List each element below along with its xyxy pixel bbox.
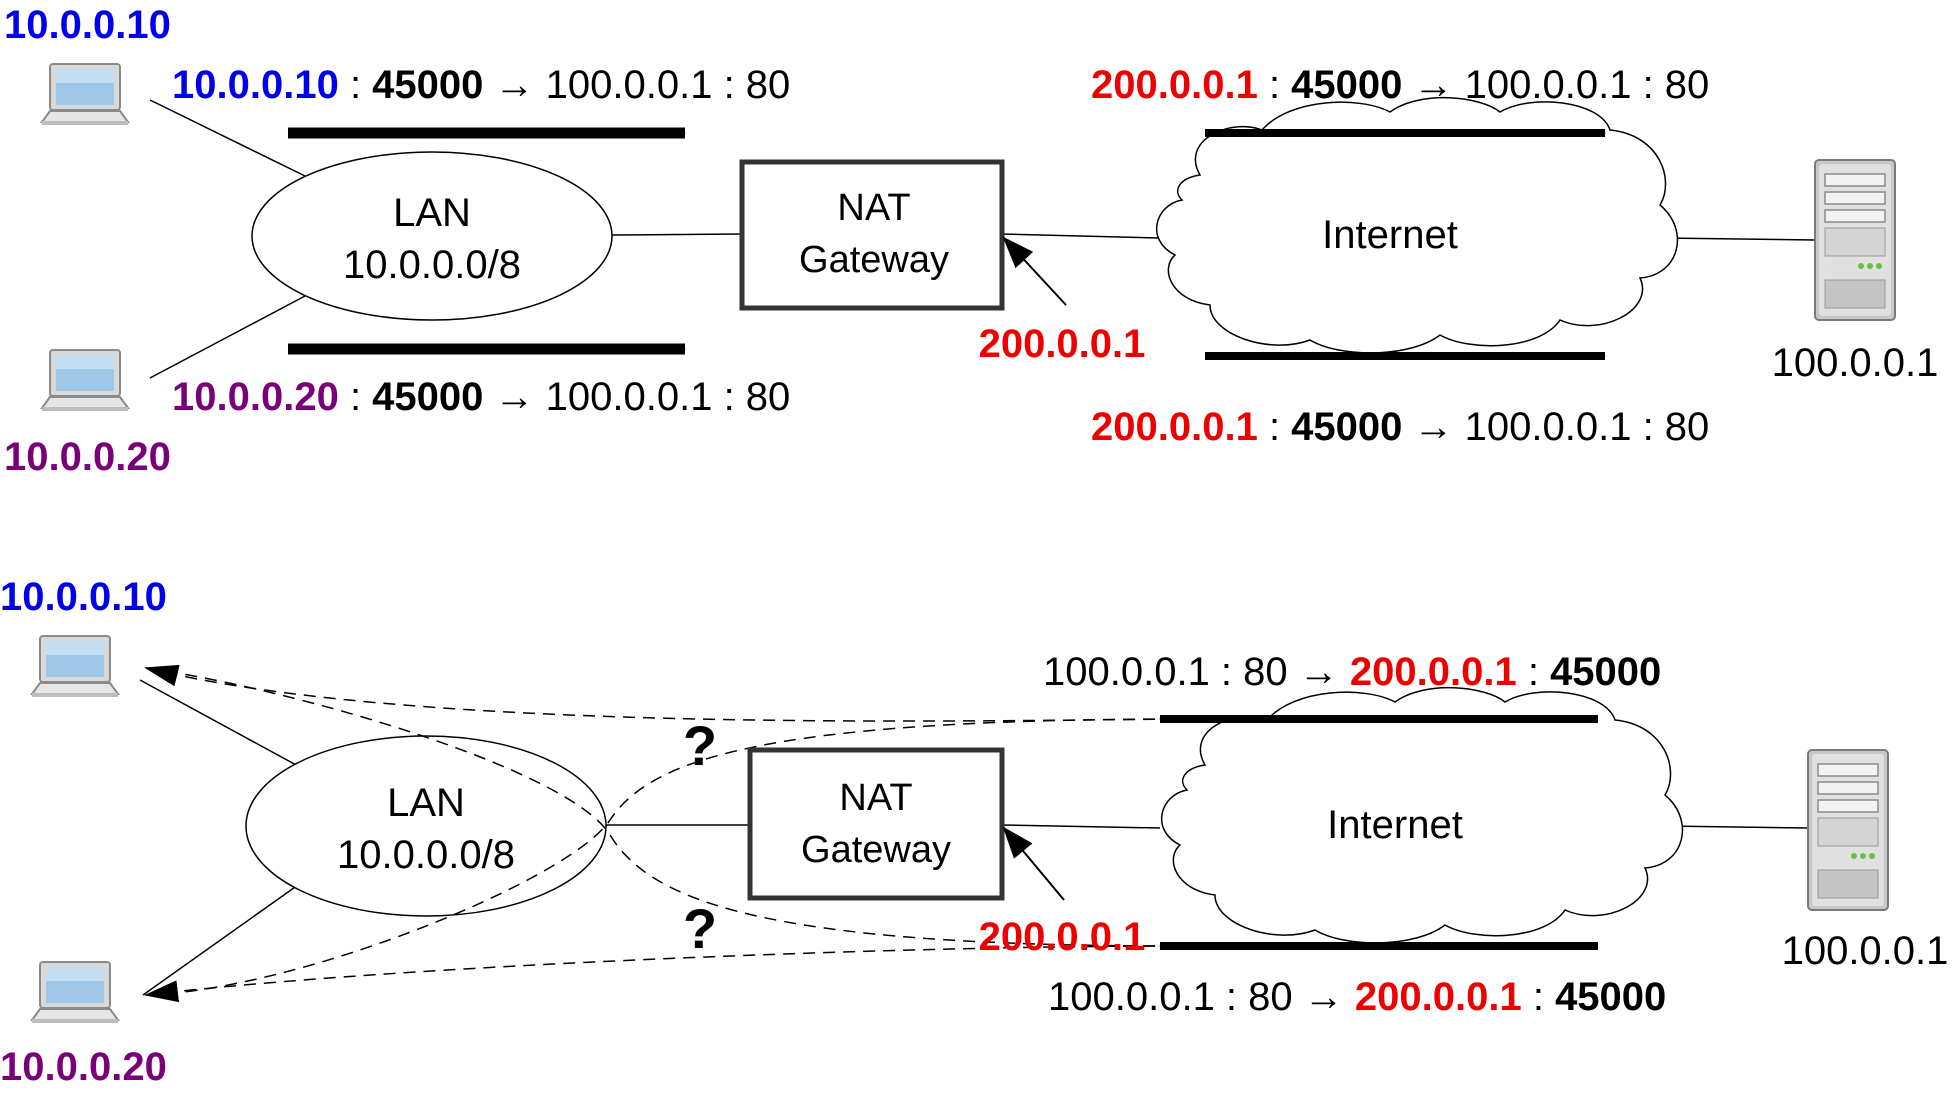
flow-label-3: 200.0.0.1 : 45000 → 100.0.0.1 : 80 [1091,63,1709,107]
gateway-public-ip: 200.0.0.1 [979,915,1146,959]
server-icon [1807,749,1889,911]
lan-ellipse [245,735,607,917]
return-path-dashed [144,664,1176,722]
return-flow-label-1: 100.0.0.1 : 80 → 200.0.0.1 : 45000 [1043,650,1661,694]
link-host2-lan [149,295,306,379]
question-mark: ? [683,714,717,777]
top-diagram: LAN 10.0.0.0/8 NAT Gateway Internet 100.… [4,3,1938,479]
link-host2-lan [142,884,299,996]
bottom-diagram: LAN 10.0.0.0/8 NAT Gateway Internet 100.… [0,575,1948,1089]
nat-label: NAT [839,777,912,819]
laptop-icon [31,961,119,1024]
return-flow-label-2: 100.0.0.1 : 80 → 200.0.0.1 : 45000 [1048,975,1666,1019]
flow-label-1: 10.0.0.10 : 45000 → 100.0.0.1 : 80 [172,63,790,107]
laptop-icon [41,63,129,126]
flow-label-4: 200.0.0.1 : 45000 → 100.0.0.1 : 80 [1091,405,1709,449]
laptop-icon [31,635,119,698]
host1-ip: 10.0.0.10 [0,575,167,619]
cloud-icon [1155,97,1679,354]
server-icon [1814,159,1896,321]
host2-ip: 10.0.0.20 [4,435,171,479]
host2-ip: 10.0.0.20 [0,1045,167,1089]
gateway-public-ip: 200.0.0.1 [979,322,1146,366]
lan-title: LAN [387,781,465,825]
host1-ip: 10.0.0.10 [4,3,171,47]
question-mark: ? [683,897,717,960]
lan-subnet: 10.0.0.0/8 [343,243,521,287]
lan-subnet: 10.0.0.0/8 [337,833,515,877]
return-path-dashed [145,718,1176,996]
nat-label: NAT [837,187,910,229]
link-host1-lan [139,679,299,767]
return-path-dashed [145,667,1176,947]
pointer-arrow [1002,236,1067,306]
internet-label: Internet [1327,803,1463,847]
link-nat-internet [1001,233,1159,239]
laptop-icon [41,349,129,412]
nat-gateway-box [747,747,1005,901]
return-path-dashed [144,945,1176,1003]
gateway-label: Gateway [801,829,951,871]
server-ip: 100.0.0.1 [1782,929,1949,973]
cloud-icon [1160,687,1684,944]
nat-gateway-box [739,159,1005,311]
link-nat-internet [1001,824,1161,829]
server-ip: 100.0.0.1 [1772,341,1939,385]
link-lan-nat [611,233,743,236]
link-host1-lan [149,99,306,177]
lan-ellipse [251,151,613,321]
link-internet-server [1661,237,1816,241]
link-internet-server [1664,825,1809,829]
gateway-label: Gateway [799,239,949,281]
pointer-arrow [1002,826,1065,901]
lan-title: LAN [393,191,471,235]
internet-label: Internet [1322,213,1458,257]
flow-label-2: 10.0.0.20 : 45000 → 100.0.0.1 : 80 [172,375,790,419]
